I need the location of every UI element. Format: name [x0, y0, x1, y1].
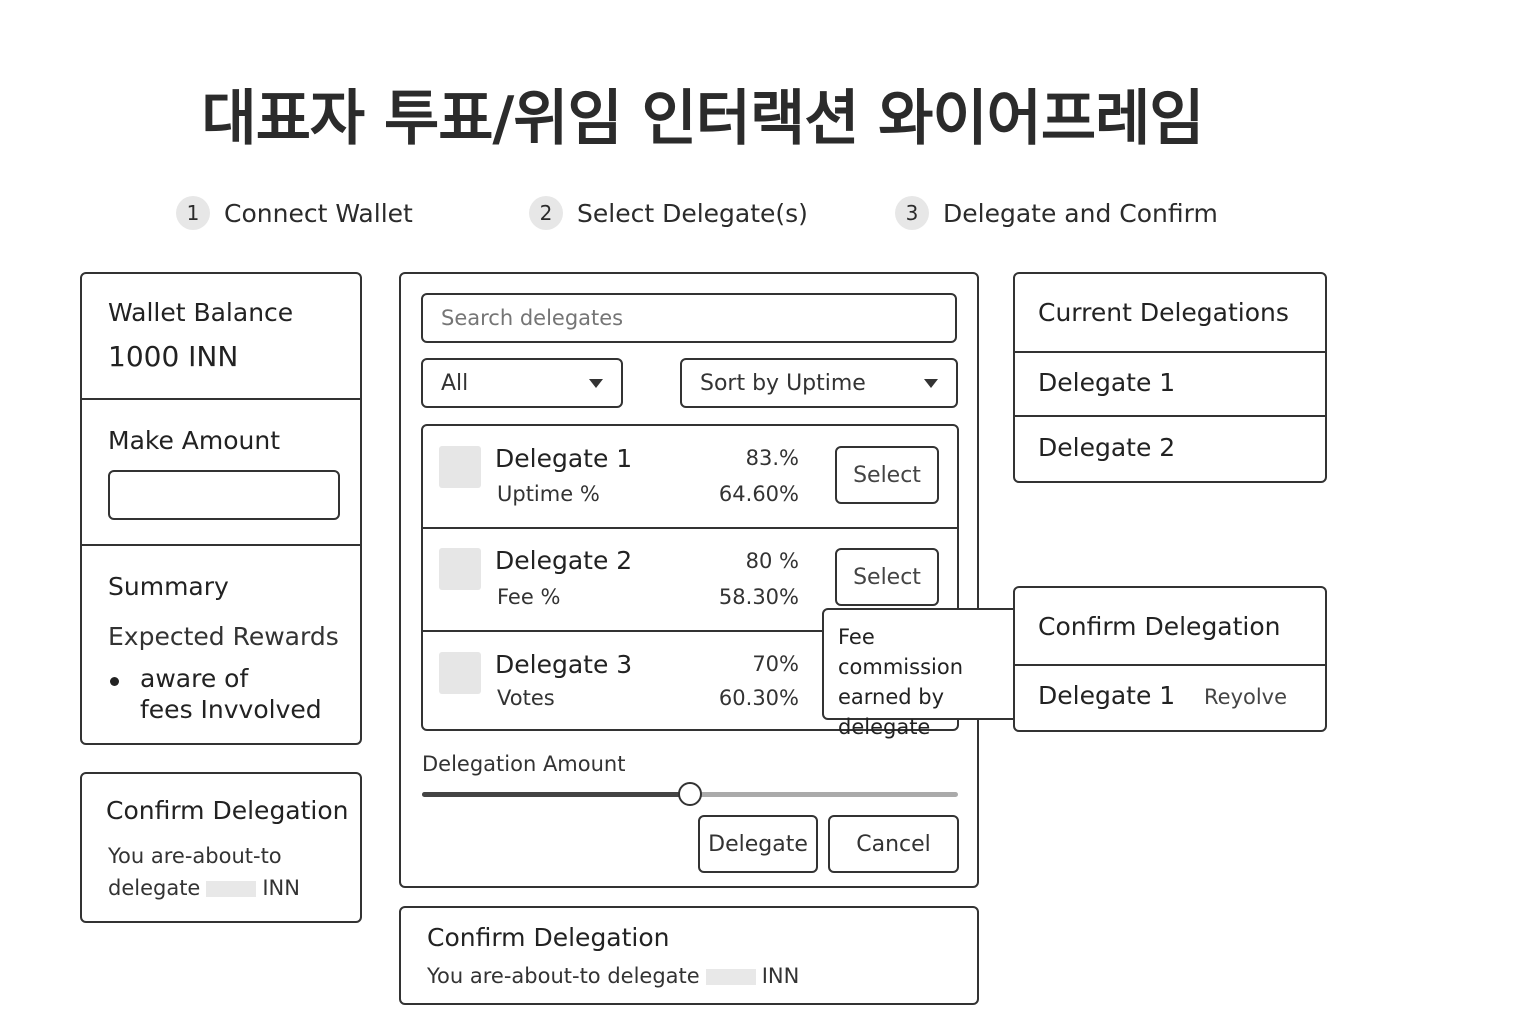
wallet-balance-value: 1000 INN: [108, 340, 239, 373]
page-title: 대표자 투표/위임 인터랙션 와이어프레임: [201, 84, 1205, 154]
delegate-metric: Uptime %: [497, 482, 600, 506]
delegate-row-1[interactable]: Delegate 1 Uptime % 83.% 64.60% Select: [423, 426, 957, 527]
step-delegate-confirm: 3 Delegate and Confirm: [895, 196, 1218, 230]
slider-thumb[interactable]: [678, 782, 702, 806]
divider: [1015, 351, 1325, 353]
amount-slider[interactable]: [422, 782, 958, 806]
sort-dropdown[interactable]: Sort by Uptime: [680, 358, 958, 408]
bullet-icon: [110, 677, 119, 686]
resolve-link[interactable]: Reyolve: [1204, 685, 1288, 709]
fees-note-line1: aware of: [140, 664, 249, 693]
cancel-button[interactable]: Cancel: [828, 815, 959, 873]
step-number: 2: [529, 196, 563, 230]
divider: [82, 398, 360, 400]
delegate-row-2[interactable]: Delegate 2 Fee % 80 % 58.30% Select: [423, 529, 957, 630]
search-input[interactable]: [421, 293, 957, 343]
current-delegations-title: Current Delegations: [1038, 298, 1289, 327]
confirm-line1: You are-about-to: [108, 844, 282, 868]
delegate-value1: 83.%: [745, 446, 799, 470]
current-delegations-card: Current Delegations Delegate 1 Delegate …: [1013, 272, 1327, 483]
delegate-value1: 80 %: [745, 549, 799, 573]
current-delegation-item[interactable]: Delegate 1: [1038, 368, 1176, 397]
filter-dropdown[interactable]: All: [421, 358, 623, 408]
step-connect-wallet: 1 Connect Wallet: [176, 196, 413, 230]
filter-selected: All: [441, 370, 469, 396]
step-label: Delegate and Confirm: [943, 198, 1218, 228]
divider: [423, 527, 957, 529]
divider: [423, 630, 957, 632]
confirm-delegation-card-bottom: Confirm Delegation You are-about-to dele…: [399, 906, 979, 1005]
wallet-card: Wallet Balance 1000 INN Make Amount Summ…: [80, 272, 362, 745]
unit-text: INN: [761, 964, 800, 988]
select-delegate-1-button[interactable]: Select: [835, 446, 939, 504]
amount-blank: [206, 881, 257, 897]
step-label: Select Delegate(s): [577, 198, 808, 228]
tooltip-line2: earned by: [838, 685, 945, 709]
delegate-value1: 70%: [752, 652, 799, 676]
delegate-avatar: [439, 446, 481, 488]
confirm-line2: delegate INN: [108, 876, 300, 900]
delegate-list: Delegate 1 Uptime % 83.% 64.60% Select D…: [421, 424, 959, 731]
tooltip-line1: Fee commission: [838, 625, 964, 679]
step-number: 1: [176, 196, 210, 230]
delegate-row-3[interactable]: Delegate 3 Votes 70% 60.30%: [423, 632, 957, 729]
confirm-title: Confirm Delegation: [106, 796, 349, 825]
make-amount-label: Make Amount: [108, 426, 281, 455]
tooltip-line3: delegate: [838, 715, 931, 739]
summary-title: Summary: [108, 572, 229, 601]
wallet-balance-label: Wallet Balance: [108, 298, 294, 327]
divider: [1015, 415, 1325, 417]
step-number: 3: [895, 196, 929, 230]
delegate-value2: 58.30%: [718, 585, 799, 609]
unit-text: INN: [262, 876, 300, 900]
delegate-value2: 60.30%: [718, 686, 799, 710]
delegate-selection-panel: All Sort by Uptime Delegate 1 Uptime % 8…: [399, 272, 979, 888]
expected-rewards: Expected Rewards: [108, 622, 339, 651]
confirm-title: Confirm Delegation: [1038, 612, 1281, 641]
amount-input[interactable]: [108, 470, 340, 520]
confirm-title: Confirm Delegation: [427, 923, 670, 952]
fees-note-line2: fees Invvolved: [140, 695, 322, 724]
confirm-delegation-card-left: Confirm Delegation You are-about-to dele…: [80, 772, 362, 923]
fee-tooltip: Fee commission earned by delegate: [822, 608, 1020, 739]
delegate-name: Delegate 2: [495, 546, 633, 575]
chevron-down-icon: [924, 378, 938, 388]
confirm-line2-text: delegate: [108, 876, 201, 900]
delegate-avatar: [439, 652, 481, 694]
confirm-delegate-name: Delegate 1: [1038, 681, 1176, 710]
confirm-line: You are-about-to delegate INN: [427, 964, 799, 988]
chevron-down-icon: [589, 378, 603, 388]
delegate-metric: Fee %: [497, 585, 561, 609]
divider: [82, 544, 360, 546]
confirm-delegation-card-right: Confirm Delegation Delegate 1 Reyolve: [1013, 586, 1327, 732]
select-delegate-2-button[interactable]: Select: [835, 548, 939, 606]
delegation-amount-label: Delegation Amount: [422, 752, 626, 776]
step-select-delegates: 2 Select Delegate(s): [529, 196, 808, 230]
confirm-line-text: You are-about-to delegate: [427, 964, 700, 988]
delegate-metric: Votes: [497, 686, 555, 710]
delegate-value2: 64.60%: [718, 482, 799, 506]
delegate-name: Delegate 1: [495, 444, 633, 473]
delegate-name: Delegate 3: [495, 650, 633, 679]
sort-selected: Sort by Uptime: [700, 370, 866, 396]
delegate-avatar: [439, 548, 481, 590]
step-label: Connect Wallet: [224, 198, 413, 228]
current-delegation-item[interactable]: Delegate 2: [1038, 433, 1176, 462]
slider-fill: [422, 792, 690, 797]
divider: [1015, 664, 1325, 666]
delegate-button[interactable]: Delegate: [698, 815, 818, 873]
amount-blank: [705, 969, 756, 985]
